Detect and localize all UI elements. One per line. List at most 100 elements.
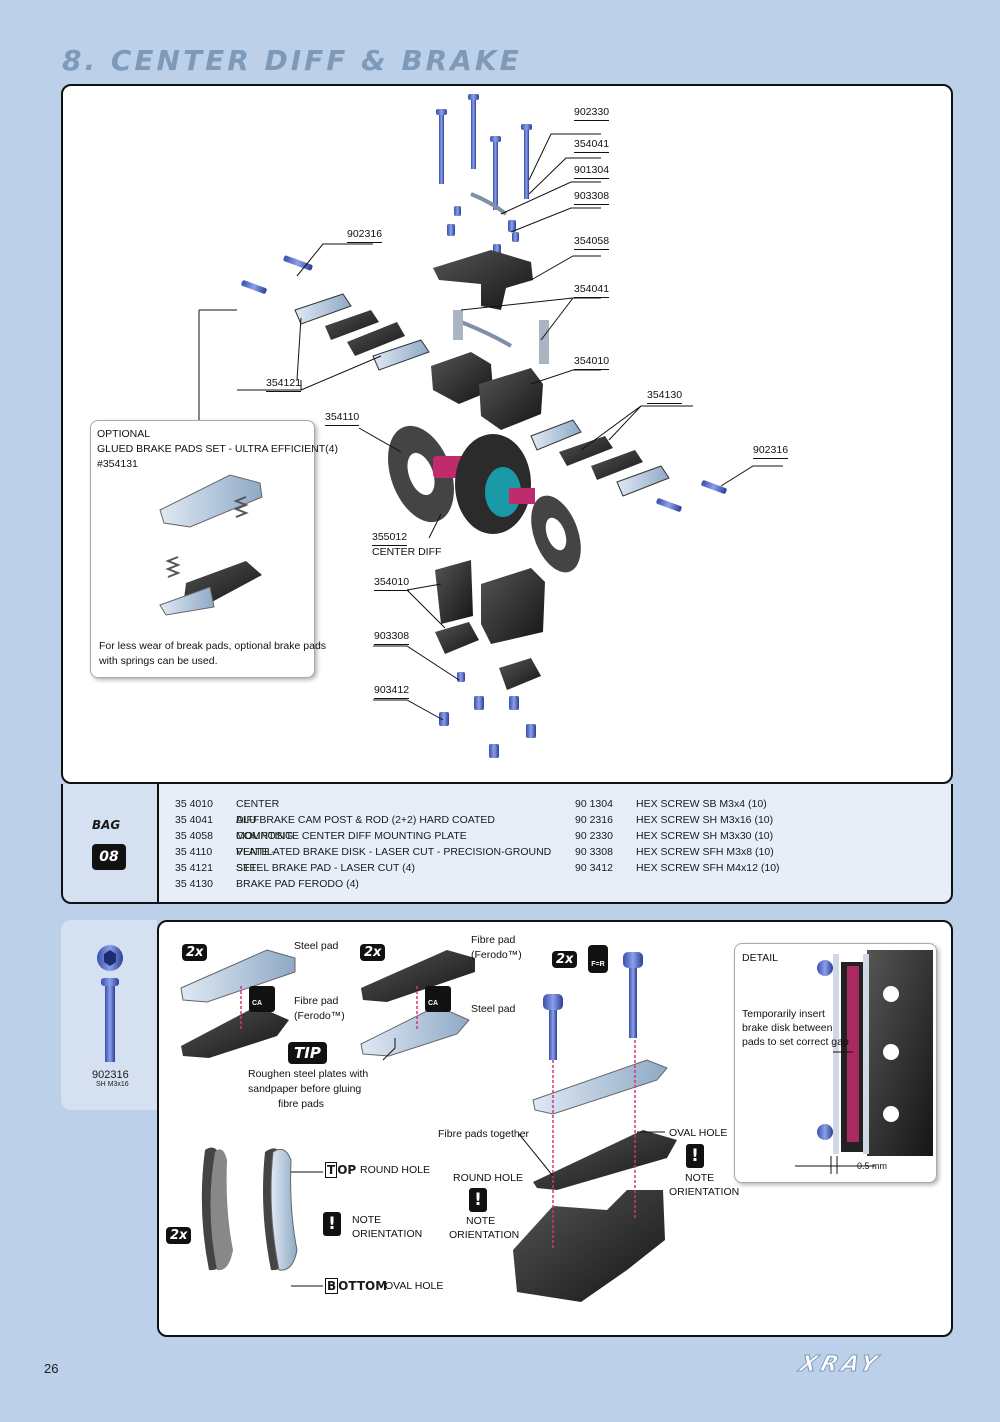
center-diff xyxy=(433,434,535,534)
part-name: COMPOSITE CENTER DIFF MOUNTING PLATE xyxy=(236,830,467,842)
callout-354041-b: 354041 xyxy=(574,283,610,298)
part-name: HEX SCREW SFH M4x12 (10) xyxy=(636,862,780,874)
orientation-label-b: ORIENTATION xyxy=(449,1229,520,1241)
detail-drawing xyxy=(795,950,933,1174)
part-code: 35 4010 xyxy=(175,798,213,810)
callout-354121: 354121 xyxy=(266,377,302,392)
part-name: STEEL BRAKE PAD - LASER CUT (4) xyxy=(236,862,415,874)
callout-901304: 901304 xyxy=(574,164,610,179)
bag-label: BAG xyxy=(92,818,121,832)
brake-pads-left xyxy=(294,293,430,371)
xray-logo: XRAY xyxy=(796,1352,884,1378)
step-drawing xyxy=(180,949,677,1302)
part-name: HEX SCREW SB M3x4 (10) xyxy=(636,798,767,810)
detail-text-2: brake disk between xyxy=(742,1022,833,1034)
tip-text-1: Roughen steel plates with xyxy=(248,1068,369,1080)
label-steel-pad-b: Steel pad xyxy=(471,1003,516,1015)
screw-desc: SH M3x16 xyxy=(96,1081,129,1088)
callout-354110: 354110 xyxy=(325,411,360,426)
callout-354010-b: 354010 xyxy=(374,576,410,591)
part-name: HEX SCREW SH M3x16 (10) xyxy=(636,814,774,826)
callout-354041: 354041 xyxy=(574,138,610,153)
label-round-hole: ROUND HOLE xyxy=(360,1164,431,1176)
callout-902330: 902330 xyxy=(574,106,610,121)
callout-903308: 903308 xyxy=(574,190,610,205)
callout-354010: 354010 xyxy=(574,355,610,370)
callout-902316: 902316 xyxy=(347,228,383,243)
part-name: HEX SCREW SFH M3x8 (10) xyxy=(636,846,774,858)
exclamation-icon: ! xyxy=(686,1144,704,1168)
note-label-c: NOTE xyxy=(685,1172,715,1184)
bag-number-badge: 08 xyxy=(92,844,126,870)
callout-355012: 355012 xyxy=(372,531,408,546)
part-code: 35 4058 xyxy=(175,830,213,842)
label-ferodo: (Ferodo™) xyxy=(294,1010,345,1022)
label-oval-hole-2: OVAL HOLE xyxy=(669,1127,728,1139)
optional-title: OPTIONAL xyxy=(97,428,151,440)
part-code: 90 3412 xyxy=(575,862,613,874)
part-code: 35 4121 xyxy=(175,862,213,874)
part-code: 90 3308 xyxy=(575,846,613,858)
orientation-label: ORIENTATION xyxy=(352,1228,423,1240)
callout-902316-b: 902316 xyxy=(753,444,789,459)
detail-text-1: Temporarily insert xyxy=(742,1008,825,1020)
top-letter: T xyxy=(325,1162,338,1178)
part-name: CENTER DIFF MOUNTING PLATE - SET xyxy=(236,798,294,874)
label-fibre-together: Fibre pads together xyxy=(438,1128,530,1140)
detail-text-3: pads to set correct gap xyxy=(742,1036,849,1048)
tip-text-2: sandpaper before gluing xyxy=(248,1083,362,1095)
bottom-screws xyxy=(439,672,536,758)
bottom-letter: B xyxy=(325,1278,339,1294)
optional-note-1: For less wear of break pads, optional br… xyxy=(99,640,327,652)
label-fibre-pad-b: Fibre pad xyxy=(471,934,516,946)
part-code: 90 2316 xyxy=(575,814,613,826)
part-name: VENTILATED BRAKE DISK - LASER CUT - PREC… xyxy=(236,846,552,858)
optional-pads-drawing xyxy=(159,474,263,616)
tip-badge: TIP xyxy=(288,1042,327,1064)
part-code: 35 4110 xyxy=(175,846,213,858)
part-code: 35 4041 xyxy=(175,814,213,826)
ca-glue-icon: CA xyxy=(428,1000,439,1007)
exclamation-icon: ! xyxy=(323,1212,341,1236)
orientation-label-c: ORIENTATION xyxy=(669,1186,740,1198)
page-number: 26 xyxy=(44,1361,59,1376)
qty-2x-badge: 2x xyxy=(552,951,578,968)
small-screws xyxy=(241,206,727,512)
qty-2x-badge: 2x xyxy=(166,1227,192,1244)
optional-note-2: with springs can be used. xyxy=(99,655,218,667)
top-rest: OP xyxy=(337,1163,357,1177)
bottom-rest: OTTOM xyxy=(338,1279,388,1293)
callout-903308-b: 903308 xyxy=(374,630,410,645)
exclamation-icon: ! xyxy=(469,1188,487,1212)
part-name: BRAKE PAD FERODO (4) xyxy=(236,878,359,890)
note-label-b: NOTE xyxy=(466,1215,496,1227)
label-steel-pad: Steel pad xyxy=(294,940,339,952)
optional-pads-box xyxy=(90,420,315,678)
part-name: HEX SCREW SH M3x30 (10) xyxy=(636,830,774,842)
callout-354058: 354058 xyxy=(574,235,610,250)
qty-2x-badge: 2x xyxy=(360,944,386,961)
callout-354130: 354130 xyxy=(647,389,683,404)
detail-title: DETAIL xyxy=(742,952,778,964)
part-code: 90 1304 xyxy=(575,798,613,810)
label-fibre-pad: Fibre pad xyxy=(294,995,339,1007)
screw-code: 902316 xyxy=(92,1069,129,1081)
brake-pads-right xyxy=(530,419,670,497)
label-oval-hole: OVAL HOLE xyxy=(385,1280,444,1292)
optional-part-number: #354131 xyxy=(97,458,138,470)
screw-902316-icon xyxy=(97,945,123,1062)
optional-subtitle: GLUED BRAKE PADS SET - ULTRA EFFICIENT(4… xyxy=(97,443,338,455)
tip-text-3: fibre pads xyxy=(277,1098,325,1110)
note-label: NOTE xyxy=(352,1214,382,1226)
ca-glue-icon: CA xyxy=(252,1000,263,1007)
callout-center-diff: CENTER DIFF xyxy=(372,546,442,558)
label-round-hole-2: ROUND HOLE xyxy=(453,1172,524,1184)
f-equals-r-icon: F=R xyxy=(588,945,608,973)
page-title: 8. CENTER DIFF & BRAKE xyxy=(62,44,522,77)
exploded-view-drawing xyxy=(198,94,783,758)
qty-2x-badge: 2x xyxy=(182,944,208,961)
gap-dimension: 0.5 mm xyxy=(857,1161,888,1171)
part-name: ALU BRAKE CAM POST & ROD (2+2) HARD COAT… xyxy=(236,814,495,826)
